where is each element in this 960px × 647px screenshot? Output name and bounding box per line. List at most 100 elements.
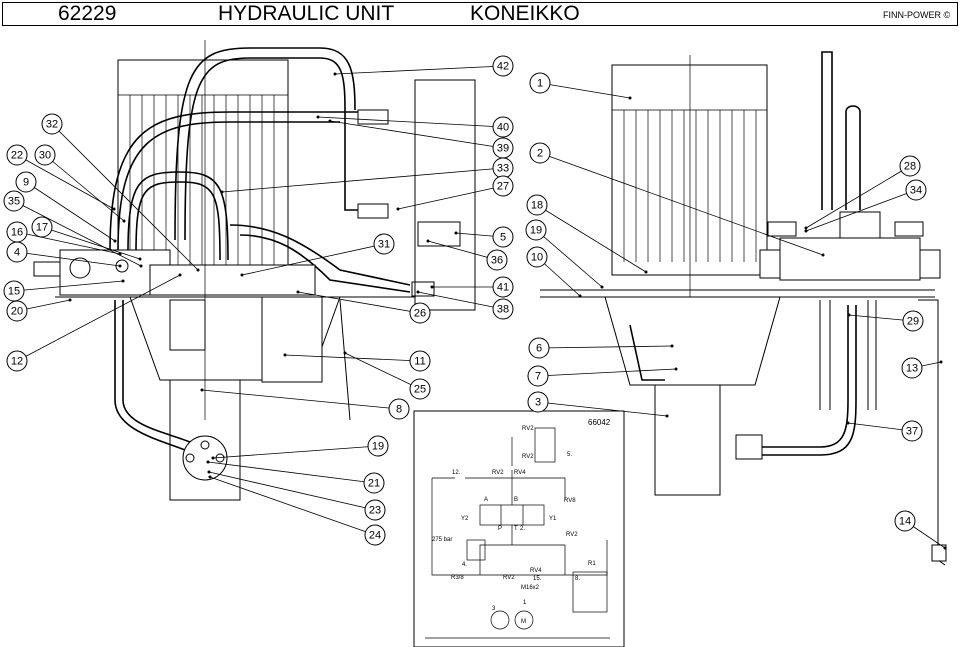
schematic-lines [431,437,608,576]
callout-21: 21 [363,472,385,494]
callout-number: 34 [910,185,922,197]
callout-13: 13 [901,357,923,379]
right-view [540,51,947,566]
part-number: 62229 [58,2,117,25]
callout-38: 38 [492,298,514,320]
callout-number: 29 [907,316,919,328]
leader-dot [430,285,434,289]
leader-line [535,229,603,288]
callout-number: 35 [8,196,20,208]
drain-hose-2 [122,300,191,443]
leader-line [329,120,504,149]
leader-dot [200,388,204,392]
callout-31: 31 [373,233,395,255]
leader-line [284,354,421,362]
leader-line [41,226,141,260]
callout-11: 11 [409,350,431,372]
schematic-motor [514,610,534,630]
callout-27: 27 [492,175,514,197]
callout-40: 40 [492,116,514,138]
manifold-port [69,257,91,279]
callout-6: 6 [528,337,550,359]
hose-to-block-2 [239,234,411,293]
leader-dot [628,96,632,100]
callout-number: 5 [500,232,506,244]
leader-line [212,445,379,459]
pressure-fitting-left [767,221,797,237]
leader-dot [118,252,122,256]
callout-14: 14 [894,510,916,532]
callout-number: 28 [904,161,916,173]
callout-1: 1 [529,72,551,94]
schematic-label: 5. [567,452,572,458]
motor-cooling-fins [118,94,288,280]
callout-number: 6 [536,343,542,355]
callout-32: 32 [41,113,63,135]
schematic-label: RV4 [530,568,542,574]
callout-number: 37 [906,426,918,438]
leader-dot [211,456,215,460]
leader-line [805,165,911,229]
schematic-label: 1 [523,600,527,606]
callout-16: 16 [6,221,28,243]
side-bracket [414,79,476,311]
callout-number: 30 [39,150,51,162]
leader-dot [804,229,808,233]
leader-dot [208,475,212,479]
pipe-vertical-1 [821,51,833,210]
schematic-label: RV8 [564,498,576,504]
drain-hose [114,300,186,451]
schematic-label: R3/8 [451,575,464,581]
callout-number: 7 [535,371,541,383]
valve-solenoid-right [919,249,941,279]
callout-number: 18 [531,200,543,212]
callout-24: 24 [364,524,386,546]
leader-line [44,154,125,222]
callout-number: 9 [23,177,29,189]
pressure-hose-2 [762,305,857,456]
callout-number: 1 [537,78,543,90]
leader-dot [454,231,458,235]
callout-42: 42 [492,55,514,77]
drawing-title-finnish: KONEIKKO [470,2,580,25]
callout-26: 26 [409,302,431,324]
callout-number: 17 [36,222,48,234]
schematic-frame [413,410,625,647]
callout-12: 12 [6,350,28,372]
hose-right-down [344,110,360,211]
leader-line [221,167,504,193]
leader-dot [670,344,674,348]
callout-41: 41 [492,276,514,298]
callout-number: 4 [14,247,20,259]
schematic-label: 4. [462,562,467,568]
schematic-label: A [484,497,488,503]
callout-number: 24 [369,530,381,542]
leader-line [805,189,917,232]
schematic-label: P [498,526,502,532]
hose-loop-inner [135,181,221,261]
leader-dot [396,207,400,211]
callout-number: 19 [372,441,384,453]
callout-number: 10 [531,252,543,264]
pump-flange [182,435,228,481]
callout-33: 33 [492,157,514,179]
leader-line [297,291,421,314]
callout-29: 29 [902,310,924,332]
pressure-hose [762,305,849,448]
callout-number: 27 [497,181,509,193]
callout-number: 16 [11,227,23,239]
copyright-notice: FINN-POWER © [883,10,951,20]
leader-dot [220,190,224,194]
callout-number: 31 [378,239,390,251]
schematic-label: B [514,497,518,503]
callout-number: 14 [899,516,911,528]
callout-number: 11 [414,356,425,368]
hose-upper-outer [174,47,356,241]
tank-weld-section [629,324,665,381]
leader-dot [178,273,182,277]
leader-line [51,123,199,271]
leader-dot [122,219,126,223]
leader-dot [316,115,320,119]
leader-dot [138,257,142,261]
